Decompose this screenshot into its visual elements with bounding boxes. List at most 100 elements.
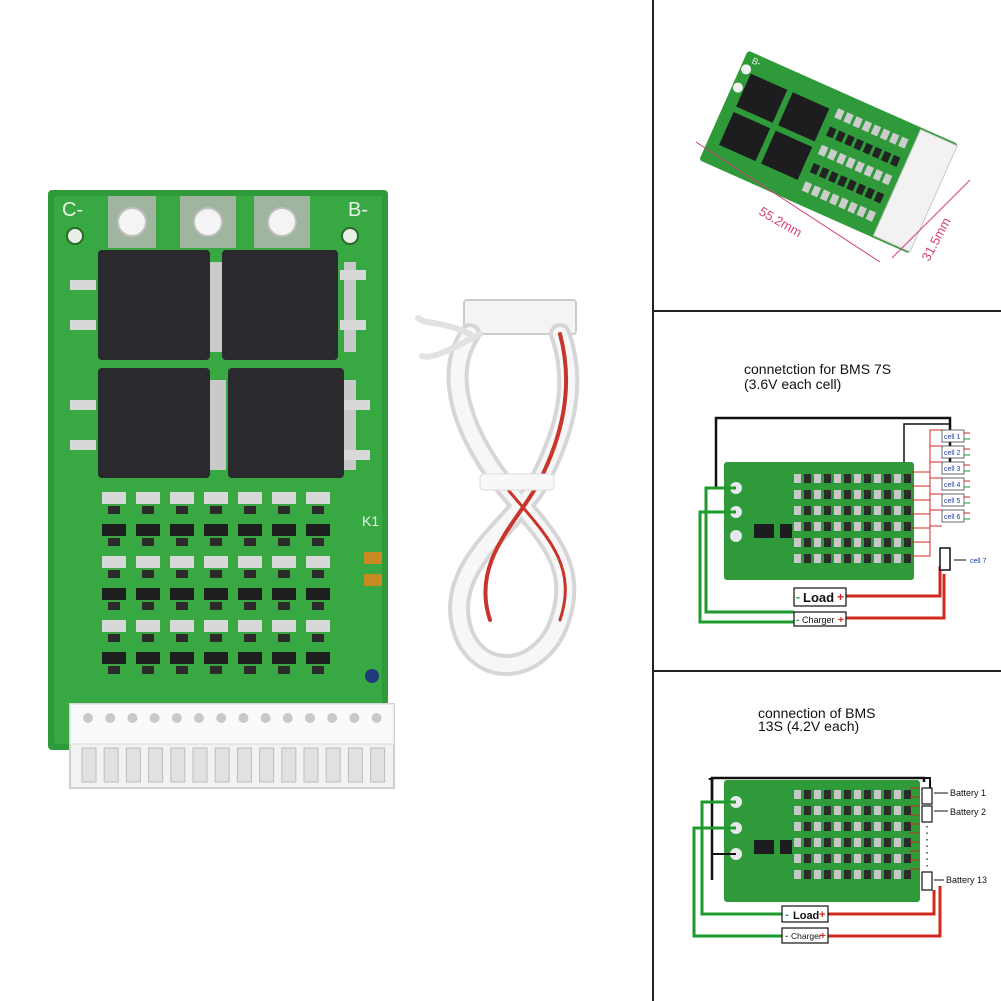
smd-chip (834, 790, 841, 799)
smd-chip (814, 870, 821, 879)
smd-chip (272, 588, 296, 600)
smd-chip (136, 652, 160, 664)
smd-chip (170, 524, 194, 536)
smd-chip (204, 588, 228, 600)
smd-chip (814, 474, 821, 483)
smd-chip (170, 652, 194, 664)
smd-chip (238, 524, 262, 536)
smd-chip (278, 666, 290, 674)
smd-components (102, 492, 330, 674)
smd-chip (834, 838, 841, 847)
connector-slot (281, 747, 297, 783)
smd-chip (780, 524, 792, 538)
smd-chip (829, 193, 840, 206)
smd-chip (210, 634, 222, 642)
smd-chip (794, 506, 801, 515)
smd-chip (894, 490, 901, 499)
connector-slot (214, 747, 230, 783)
smd-chip (794, 838, 801, 847)
smd-chip (894, 790, 901, 799)
smd-chip (904, 506, 911, 515)
balance-wire (912, 429, 942, 473)
smd-chip (142, 538, 154, 546)
smd-chip (312, 666, 324, 674)
smd-chip (834, 870, 841, 879)
svg-text:+: + (819, 909, 825, 921)
bms7-cell-label: cell 4 (944, 482, 960, 489)
smd-chip (894, 806, 901, 815)
smd-chip (856, 205, 867, 218)
smd-chip (844, 822, 851, 831)
smd-chip (108, 666, 120, 674)
smd-chip (894, 554, 901, 563)
smd-chip (819, 189, 831, 202)
bms7-cell-label: cell 2 (944, 450, 960, 457)
connector-pin (216, 713, 227, 723)
smd-chip (804, 790, 811, 799)
smd-chip (874, 506, 881, 515)
smd-chip (854, 806, 861, 815)
smd-chip (824, 506, 831, 515)
smd-chip (204, 620, 228, 632)
smd-chip (880, 150, 892, 163)
smd-chip (102, 492, 126, 504)
smd-chip (844, 134, 855, 147)
smd-chip (824, 854, 831, 863)
smd-chip (894, 838, 901, 847)
smd-chip (804, 822, 811, 831)
smd-chip (794, 490, 801, 499)
smd-chip (864, 506, 871, 515)
bms7-cell-label: cell 6 (944, 514, 960, 521)
connector-pin (171, 713, 182, 723)
smd-chip (794, 870, 801, 879)
bms7-cell-box (941, 493, 965, 507)
silk-k1-label: K1 (362, 513, 379, 529)
smd-chip (170, 620, 194, 632)
smd-chip (846, 179, 857, 192)
smd-chip (874, 474, 881, 483)
smd-chip (844, 474, 851, 483)
smd-chip (884, 854, 891, 863)
smd-chip (794, 474, 801, 483)
smd-chip (854, 854, 861, 863)
smd-chip (102, 588, 126, 600)
smd-chip (204, 492, 228, 504)
smd-chip (278, 538, 290, 546)
smd-chip (884, 870, 891, 879)
smd-chip (834, 490, 841, 499)
smd-chip (889, 154, 901, 167)
smd-chip (102, 556, 126, 568)
smd-chip (864, 870, 871, 879)
dimensions-photo: B- 55.2mm 31.5mm (695, 51, 971, 263)
svg-text:-: - (785, 909, 789, 921)
smd-chip (844, 554, 851, 563)
smd-chip (814, 554, 821, 563)
smd-chip (904, 806, 911, 815)
smd-chip (238, 492, 262, 504)
smd-chip (312, 538, 324, 546)
svg-text:-: - (796, 590, 800, 604)
bms7-title-line2: (3.6V each cell) (744, 376, 842, 392)
smd-chip (854, 538, 861, 547)
smd-chip (102, 652, 126, 664)
smd-chip (142, 634, 154, 642)
bms7-cell7-label: cell 7 (970, 558, 986, 565)
smd-chip (312, 634, 324, 642)
smd-chip (854, 870, 861, 879)
smd-chip (810, 185, 822, 198)
smd-chip (794, 538, 801, 547)
smd-chip (272, 556, 296, 568)
smd-chip (176, 634, 188, 642)
smd-chip (818, 167, 830, 180)
bms7-cell-label: cell 3 (944, 466, 960, 473)
smd-chip (834, 506, 841, 515)
bms7-cell-label: cell 5 (944, 498, 960, 505)
smd-chip (873, 191, 885, 204)
svg-text:+: + (837, 590, 844, 604)
bms13-diagram: Battery 1 Battery 2 Battery 13 - Load + … (692, 776, 987, 944)
balance-cable (415, 299, 580, 676)
smd-chip (834, 522, 841, 531)
bms13-load-box: - Load + (781, 905, 829, 923)
smd-chip (874, 790, 881, 799)
smd-chip (904, 790, 911, 799)
